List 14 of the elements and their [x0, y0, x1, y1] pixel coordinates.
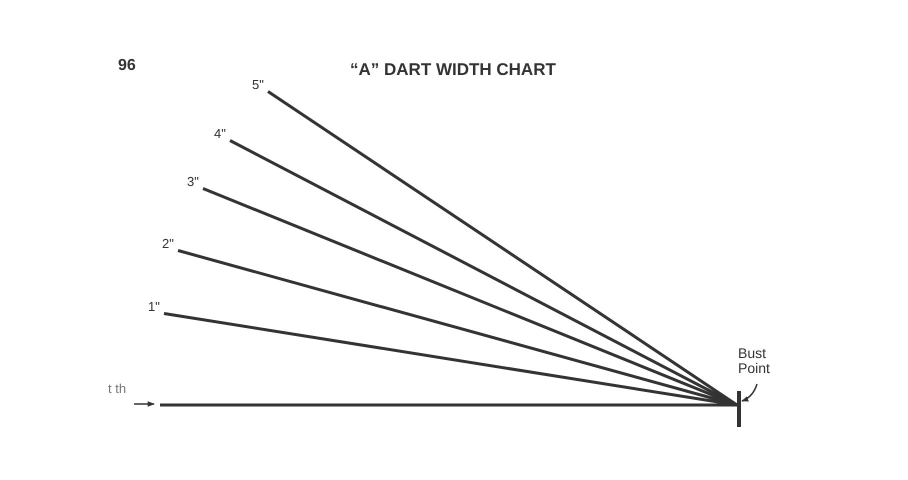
pointer-arrow	[134, 401, 155, 407]
dart-line	[267, 90, 738, 406]
page-number: 96	[118, 57, 136, 75]
width-label: 3"	[187, 175, 203, 189]
leader-arrow	[741, 384, 758, 402]
dart-line	[160, 404, 737, 406]
cut-off-label: t th	[108, 382, 132, 396]
chart-title: “A” DART WIDTH CHART	[350, 60, 556, 80]
width-label: 1"	[148, 300, 164, 314]
bust-point-mark	[737, 391, 741, 427]
bust-point-label: Bust Point	[738, 346, 788, 376]
width-label: 5"	[252, 78, 268, 92]
width-label: 4"	[214, 127, 230, 141]
width-label: 2"	[162, 237, 178, 251]
